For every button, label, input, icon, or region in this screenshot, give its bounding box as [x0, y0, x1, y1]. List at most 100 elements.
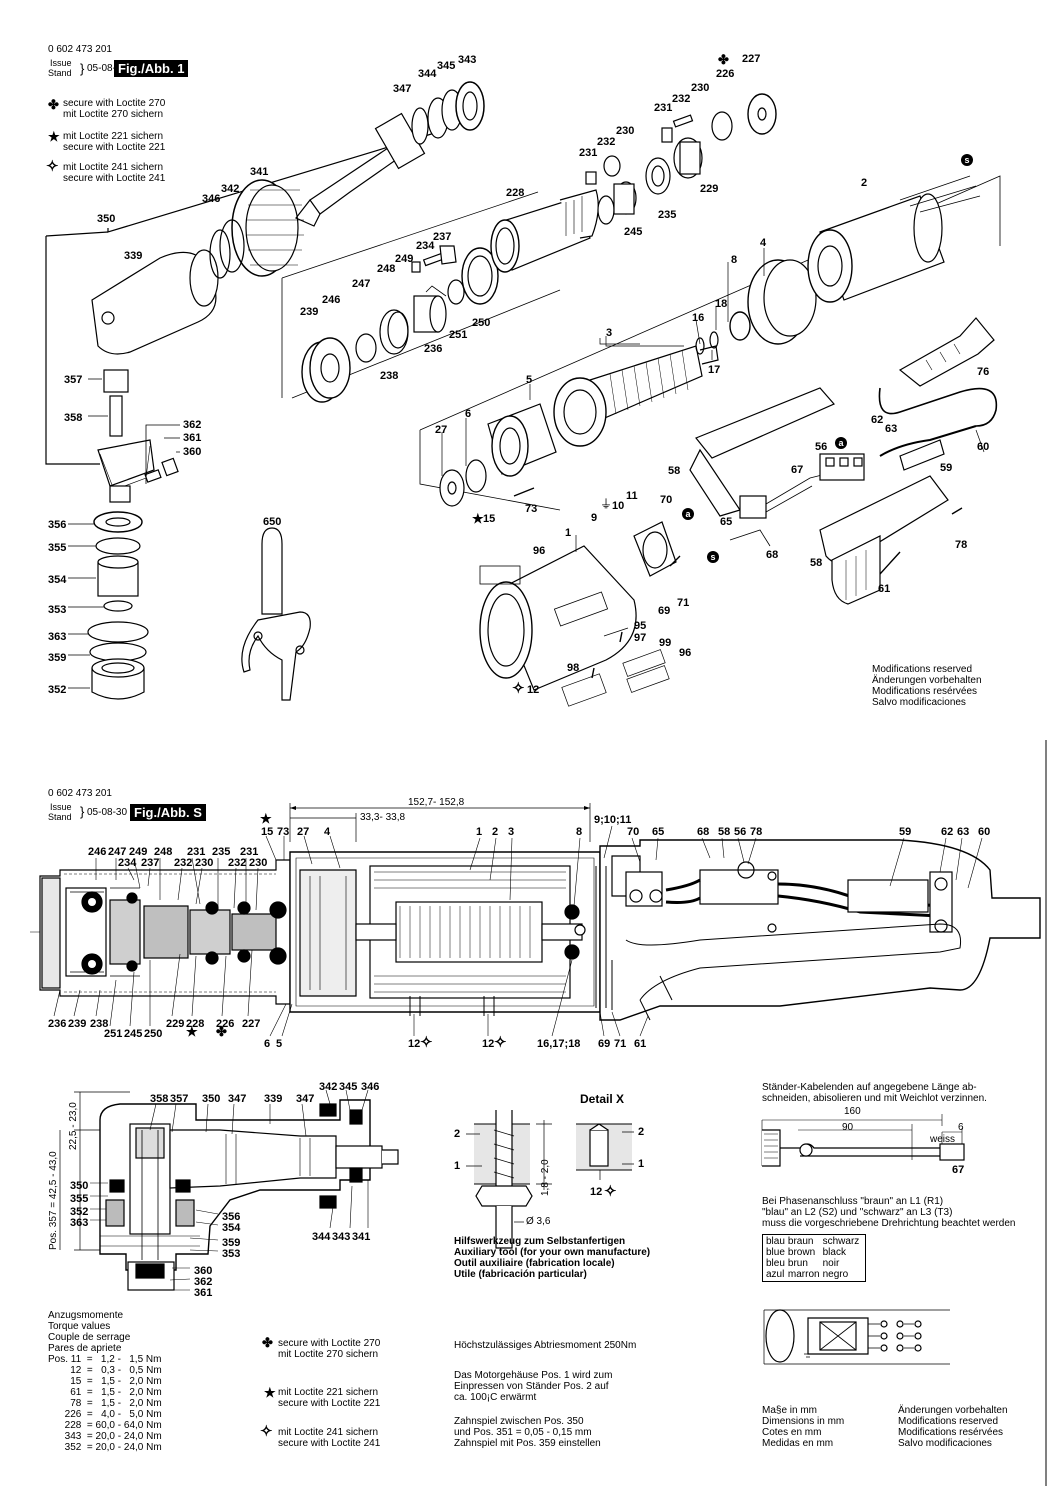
part-number: 61 [634, 1038, 647, 1050]
part-number: 226 [216, 1018, 235, 1030]
part-number: 232 [672, 93, 691, 105]
part-number: 5 [276, 1038, 283, 1050]
part-number: 8 [731, 254, 738, 266]
part-number: 73 [525, 503, 538, 515]
doc-number-section: 0 602 473 201 [48, 788, 112, 799]
issue-date: 05-08-18 [87, 63, 128, 74]
part-number: 248 [154, 846, 173, 858]
legend-line: mit Loctite 221 sichern [63, 131, 164, 142]
legend-line: secure with Loctite 270 [63, 98, 166, 109]
part-number: 228 [506, 187, 525, 199]
part-number: 4 [324, 826, 331, 838]
wire-color-cell: brun [787, 1258, 808, 1269]
phase-note: Bei Phasenanschluss "braun" an L1 (R1) [762, 1196, 944, 1207]
part-number: 347 [393, 83, 412, 95]
torque-row: 228 = 60,0 - 64,0 Nm [48, 1420, 162, 1431]
legend-line: secure with Loctite 241 [63, 173, 166, 184]
cable-dim-90: 90 [842, 1122, 854, 1133]
part-number: 245 [124, 1028, 143, 1040]
part-number: 27 [297, 826, 310, 838]
part-number: 347 [228, 1093, 247, 1105]
legend-line: mit Loctite 270 sichern [278, 1349, 379, 1360]
cable-weiss: weiss [930, 1134, 956, 1145]
detail-x-drawing [466, 1110, 634, 1249]
wire-color-cell: azul [766, 1269, 785, 1280]
wiring-schematic [763, 1309, 950, 1365]
part-number: 353 [48, 604, 67, 616]
part-number: 229 [166, 1018, 185, 1030]
brace: } [80, 61, 85, 76]
part-number: 56 [815, 441, 828, 453]
loctite-241-icon: ✧ [512, 680, 525, 697]
part-number: 12 [527, 684, 540, 696]
part-number: 355 [70, 1193, 89, 1205]
part-number: 230 [616, 125, 635, 137]
issue-date: 05-08-30 [87, 807, 128, 818]
modifications-line: Salvo modificaciones [898, 1438, 992, 1449]
part-number: 237 [433, 231, 452, 243]
torque-heading: Couple de serrage [48, 1332, 131, 1343]
figure-title-section: Fig./Abb. S [130, 804, 206, 821]
loctite-241-icon: ✧ [46, 158, 59, 175]
note-backlash: und Pos. 351 = 0,05 - 0,15 mm [454, 1427, 592, 1438]
modifications-line: Modifications resérvées [898, 1427, 1004, 1438]
loctite-221-icon: ★ [472, 511, 484, 526]
tool-line: Auxiliary tool (for your own manufacture… [454, 1247, 651, 1258]
part-number: 11 [626, 490, 638, 502]
doc-number: 0 602 473 201 [48, 44, 112, 55]
part-number: 352 [70, 1206, 89, 1218]
part-number: 56 [734, 826, 747, 838]
part-number: 231 [654, 102, 673, 114]
loctite-270-icon: ✤ [262, 1335, 273, 1350]
part-number: 246 [322, 294, 341, 306]
part-number: 247 [352, 278, 371, 290]
group-bracket [45, 236, 100, 465]
part-number: 238 [380, 370, 399, 382]
part-number: 360 [183, 446, 202, 458]
part-number: 8 [576, 826, 583, 838]
part-number: 227 [742, 53, 761, 65]
loctite-221-icon: ★ [264, 1385, 276, 1400]
part-number: 68 [766, 549, 779, 561]
connection-markers [682, 154, 973, 563]
part-number: 363 [48, 631, 67, 643]
part-number: 342 [319, 1081, 338, 1093]
part-number: 362 [183, 419, 202, 431]
torque-row: Pos. 11 = 1,2 - 1,5 Nm [48, 1354, 162, 1365]
torque-row: 12 = 0,3 - 0,5 Nm [48, 1365, 162, 1376]
dimension-value: 1,8 - 2,0 [540, 1159, 551, 1196]
tool-line: Outil auxiliaire (fabrication locale) [454, 1258, 615, 1269]
part-number: 346 [202, 193, 221, 205]
svg-text:a: a [838, 438, 844, 448]
note-housing: Das Motorgehäuse Pos. 1 wird zum [454, 1370, 613, 1381]
part-number: 228 [186, 1018, 205, 1030]
loctite-270-icon: ✤ [216, 1024, 227, 1039]
part-number: 78 [750, 826, 763, 838]
loctite-221-icon: ★ [186, 1024, 198, 1039]
brace: } [80, 804, 85, 819]
legend-line: secure with Loctite 221 [278, 1398, 381, 1409]
part-number: 344 [418, 68, 437, 80]
part-number: 12 [482, 1038, 495, 1050]
loctite-241-icon: ✧ [260, 1423, 273, 1440]
loctite-241-icon: ✧ [604, 1183, 617, 1200]
part-number: 73 [277, 826, 290, 838]
svg-text:s: s [710, 552, 715, 562]
note-max-torque: Höchstzulässiges Abtriesmoment 250Nm [454, 1340, 637, 1351]
part-number: 16,17;18 [537, 1038, 581, 1050]
part-number: 239 [68, 1018, 87, 1030]
part-number: 9 [591, 512, 598, 524]
note-housing: Einpressen von Ständer Pos. 2 auf [454, 1381, 609, 1392]
wire-color-cell: black [822, 1247, 846, 1258]
part-number: 363 [70, 1217, 89, 1229]
part-number: 356 [48, 519, 67, 531]
part-number: 234 [416, 240, 435, 252]
part-number: 76 [977, 366, 990, 378]
part-number: 230 [195, 857, 214, 869]
part-number: 234 [118, 857, 137, 869]
